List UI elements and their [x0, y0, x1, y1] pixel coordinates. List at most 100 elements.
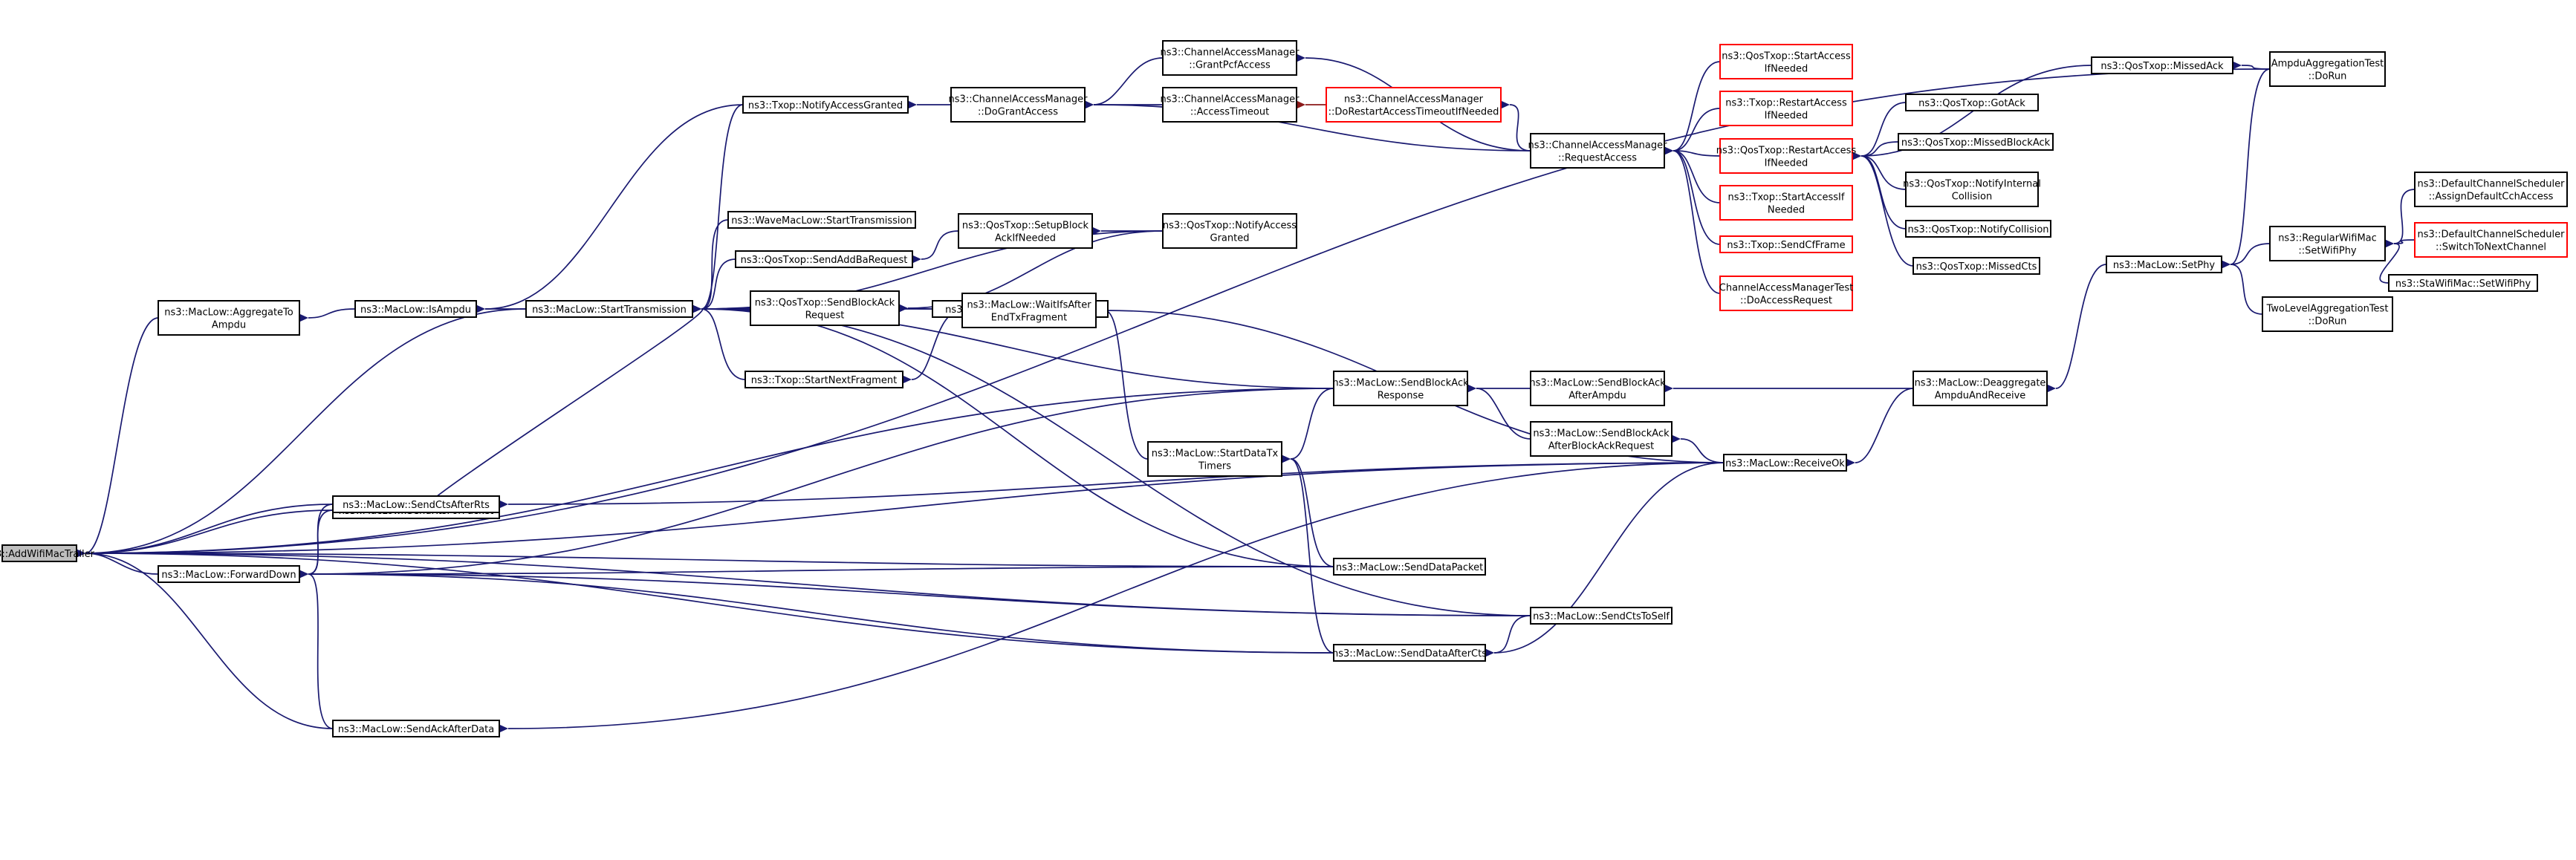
node-regular-set-wifi-phy[interactable]: ns3::RegularWifiMac::SetWifiPhy [2269, 226, 2386, 261]
node-wave-start-transmission[interactable]: ns3::WaveMacLow::StartTransmission [727, 211, 916, 229]
edge-ampdu-aggregation-test-do-run-to-qos-missed-ack [2233, 61, 2271, 70]
node-box [1905, 172, 2039, 207]
node-qos-got-ack[interactable]: ns3::QosTxop::GotAck [1905, 94, 2039, 111]
node-label: ns3::ChannelAccessManager [1528, 140, 1668, 152]
node-label: ns3::MacLow::SendBlockAck [1533, 429, 1670, 440]
node-txop-start-next-fragment[interactable]: ns3::Txop::StartNextFragment [744, 371, 903, 388]
node-sta-set-wifi-phy[interactable]: ns3::StaWifiMac::SetWifiPhy [2388, 274, 2538, 292]
edge-cm-grant-pcf-access-to-cm-do-grant-access [1085, 57, 1164, 109]
node-cm-do-restart-access-timeout-if-needed[interactable]: ns3::ChannelAccessManager::DoRestartAcce… [1326, 87, 1502, 123]
node-box [1719, 44, 1853, 79]
node-assign-default-cch-access[interactable]: ns3::DefaultChannelScheduler::AssignDefa… [2414, 172, 2568, 207]
edge-txop-restart-access-if-needed-to-cm-request-access [1664, 108, 1721, 155]
node-label: ns3::Txop::StartAccessIf [1728, 192, 1845, 203]
node-cm-access-timeout[interactable]: ns3::ChannelAccessManager::AccessTimeout [1161, 87, 1300, 123]
node-box [1333, 371, 1468, 406]
edge-receive-ok-to-send-cts-after-rts [499, 462, 1725, 509]
node-set-phy[interactable]: ns3::MacLow::SetPhy [2106, 255, 2222, 273]
node-box [1162, 87, 1297, 123]
node-label: ns3::ChannelAccessManager [1161, 48, 1300, 59]
node-label: ns3::QosTxop::MissedBlockAck [1901, 137, 2051, 149]
node-label: ChannelAccessManagerTest [1719, 283, 1853, 294]
node-is-ampdu[interactable]: ns3::MacLow::IsAmpdu [354, 300, 477, 318]
edge-send-cts-after-rts-to-forward-down [299, 504, 334, 579]
node-cm-test-do-access-request[interactable]: ChannelAccessManagerTest::DoAccessReques… [1719, 276, 1853, 311]
node-label: ns3::MacLow::StartTransmission [532, 304, 687, 316]
node-send-block-ack-after-block-ack-request[interactable]: ns3::MacLow::SendBlockAckAfterBlockAckRe… [1530, 421, 1673, 457]
node-label: ::DoAccessRequest [1740, 296, 1832, 307]
node-label: ::RequestAccess [1558, 153, 1637, 164]
edge-cm-request-access-to-cm-do-restart-access-timeout-if-needed [1501, 100, 1531, 152]
node-box [744, 371, 903, 388]
edge-send-rts-for-packet-to-add-wifi-mac-trailer [77, 509, 334, 558]
node-send-data-after-cts[interactable]: ns3::MacLow::SendDataAfterCts [1332, 644, 1487, 662]
node-box [1530, 607, 1673, 625]
node-label: ns3::MacLow::SendAckAfterData [338, 724, 494, 735]
node-two-level-aggregation-test-do-run[interactable]: TwoLevelAggregationTest::DoRun [2262, 296, 2393, 332]
node-label: ns3::MacLow::SendCtsToSelf [1533, 611, 1670, 622]
node-send-ack-after-data[interactable]: ns3::MacLow::SendAckAfterData [332, 720, 500, 737]
node-box [2091, 56, 2233, 74]
node-qos-missed-ack[interactable]: ns3::QosTxop::MissedAck [2091, 56, 2233, 74]
node-forward-down[interactable]: ns3::MacLow::ForwardDown [158, 565, 300, 583]
node-label: ns3::Txop::StartNextFragment [751, 375, 897, 386]
node-label: ns3::MacLow::SendBlockAck [1529, 378, 1666, 389]
node-qos-notify-access-granted[interactable]: ns3::QosTxop::NotifyAccessGranted [1162, 213, 1297, 249]
node-cm-do-grant-access[interactable]: ns3::ChannelAccessManager::DoGrantAccess [949, 87, 1089, 123]
node-box [727, 211, 916, 229]
node-label: AfterAmpdu [1568, 391, 1626, 402]
node-box [1162, 213, 1297, 249]
node-ampdu-aggregation-test-do-run[interactable]: AmpduAggregationTest::DoRun [2269, 51, 2386, 87]
node-send-cts-to-self[interactable]: ns3::MacLow::SendCtsToSelf [1530, 607, 1673, 625]
node-start-transmission[interactable]: ns3::MacLow::StartTransmission [525, 300, 693, 318]
edge-qos-got-ack-to-qos-restart-access-if-needed [1852, 102, 1907, 160]
node-cm-request-access[interactable]: ns3::ChannelAccessManager::RequestAccess [1528, 133, 1668, 169]
node-label: Needed [1768, 205, 1805, 216]
node-box [950, 87, 1086, 123]
node-label: ns3::Txop::NotifyAccessGranted [748, 100, 903, 111]
node-receive-ok[interactable]: ns3::MacLow::ReceiveOk [1723, 454, 1847, 472]
node-label: ::GrantPcfAccess [1189, 60, 1271, 71]
node-txop-send-cf-frame[interactable]: ns3::Txop::SendCfFrame [1719, 235, 1853, 253]
node-box [1719, 235, 1853, 253]
node-label: ::AssignDefaultCchAccess [2429, 192, 2554, 203]
node-send-data-packet[interactable]: ns3::MacLow::SendDataPacket [1333, 558, 1486, 576]
edge-send-data-packet-to-add-wifi-mac-trailer [77, 549, 1334, 567]
edge-start-data-tx-timers-to-wait-ifs-after-end-tx-fragment [1096, 306, 1149, 460]
node-send-cts-after-rts[interactable]: ns3::MacLow::SendCtsAfterRts [332, 495, 500, 513]
node-add-wifi-mac-trailer[interactable]: ns3::AddWifiMacTrailer [0, 544, 95, 562]
node-box [354, 300, 477, 318]
node-label: ns3::MacLow::IsAmpdu [360, 304, 471, 316]
node-label: ns3::MacLow::SendBlockAck [1332, 378, 1469, 389]
node-box [332, 720, 500, 737]
node-label: IfNeeded [1765, 158, 1808, 169]
node-box [961, 293, 1097, 328]
edge-switch-to-next-channel-to-regular-set-wifi-phy [2385, 239, 2416, 248]
node-send-add-ba-request[interactable]: ns3::QosTxop::SendAddBaRequest [735, 250, 913, 268]
node-txop-notify-access-granted[interactable]: ns3::Txop::NotifyAccessGranted [742, 96, 909, 114]
node-label: ns3::MacLow::AggregateTo [164, 307, 293, 319]
node-label: AmpduAggregationTest [2271, 59, 2384, 70]
node-qos-missed-cts[interactable]: ns3::QosTxop::MissedCts [1912, 257, 2040, 275]
node-box [1723, 454, 1847, 472]
node-qos-notify-collision[interactable]: ns3::QosTxop::NotifyCollision [1905, 220, 2051, 238]
node-cm-grant-pcf-access[interactable]: ns3::ChannelAccessManager::GrantPcfAcces… [1161, 40, 1300, 76]
edge-send-data-packet-to-forward-down [299, 566, 1334, 579]
node-qos-missed-block-ack[interactable]: ns3::QosTxop::MissedBlockAck [1898, 133, 2054, 151]
node-switch-to-next-channel[interactable]: ns3::DefaultChannelScheduler::SwitchToNe… [2414, 222, 2568, 258]
node-box [1719, 91, 1853, 126]
